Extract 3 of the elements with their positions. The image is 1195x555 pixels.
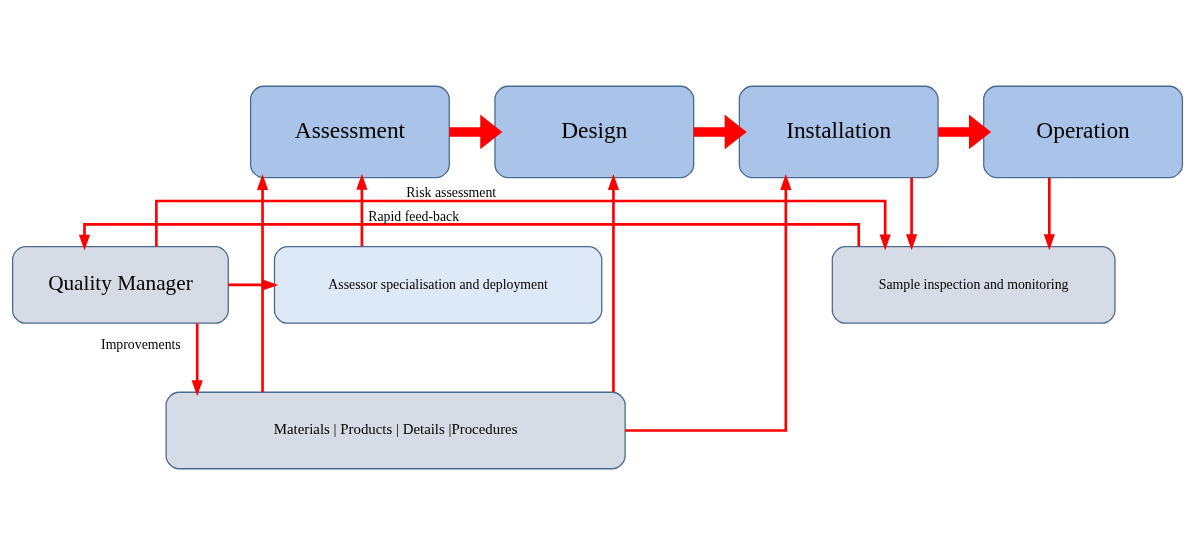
edge-label: Improvements xyxy=(101,336,181,352)
edge-label: Rapid feed-back xyxy=(368,208,460,224)
edge-label: Risk assessment xyxy=(406,185,497,201)
